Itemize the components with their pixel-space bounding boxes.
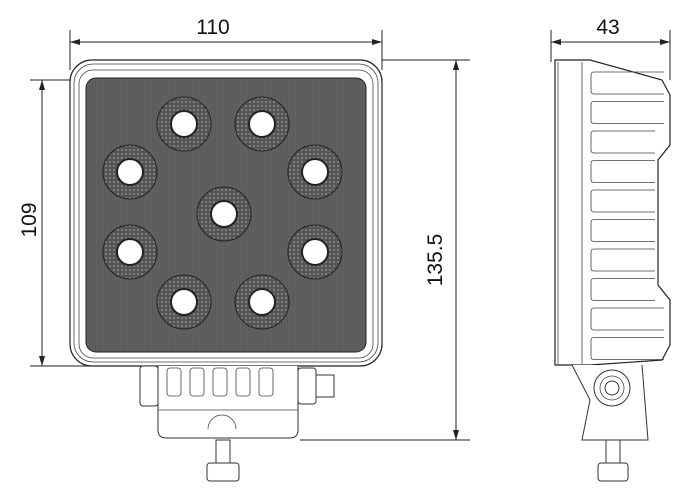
total-height-label: 135.5 xyxy=(424,234,447,287)
cooling-fin xyxy=(590,189,655,213)
cooling-fin xyxy=(590,219,655,242)
dimension-depth: 43 xyxy=(550,16,671,80)
side-view xyxy=(554,59,671,482)
led xyxy=(156,96,212,152)
led xyxy=(287,224,343,280)
dimension-width: 110 xyxy=(69,16,383,70)
nut xyxy=(206,462,240,482)
led xyxy=(287,144,343,200)
front-mount-bracket xyxy=(139,365,335,482)
bolt xyxy=(215,439,231,467)
front-view xyxy=(69,59,383,367)
led xyxy=(196,186,252,242)
cooling-fin xyxy=(590,71,664,95)
dimension-total-height: 135.5 xyxy=(300,59,470,441)
height-label: 109 xyxy=(18,202,41,237)
cooling-fin xyxy=(590,278,655,301)
led xyxy=(234,274,290,330)
cooling-fin xyxy=(590,307,664,331)
cooling-fin xyxy=(590,160,655,183)
cooling-fin xyxy=(590,337,664,360)
cooling-fin xyxy=(590,101,664,124)
cooling-fin xyxy=(590,248,655,272)
cooling-fin xyxy=(590,130,655,154)
led xyxy=(102,144,158,200)
led xyxy=(234,96,290,152)
width-label: 110 xyxy=(196,16,229,39)
led xyxy=(102,224,158,280)
led xyxy=(156,274,212,330)
depth-label: 43 xyxy=(596,16,619,39)
